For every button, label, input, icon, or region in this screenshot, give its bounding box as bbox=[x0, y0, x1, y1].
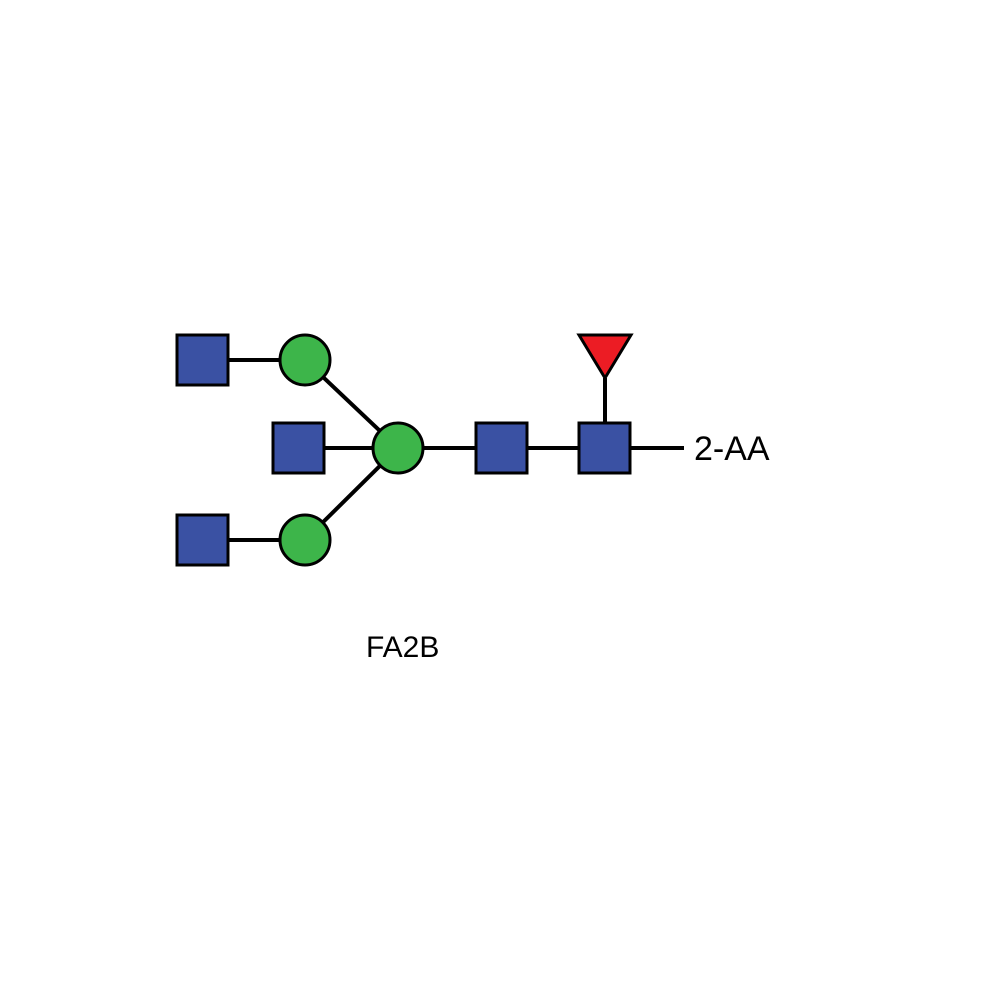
man-upper-circle bbox=[278, 333, 332, 387]
glcnac-antenna-upper-square bbox=[175, 333, 230, 387]
glcnac-reducing-square bbox=[577, 421, 632, 475]
glcnac-antenna-lower-square bbox=[175, 513, 230, 567]
fucose-triangle bbox=[576, 333, 634, 381]
glcnac-core-square bbox=[474, 421, 529, 475]
reducing-end-label: 2-AA bbox=[694, 430, 770, 468]
glcnac-bisecting-square bbox=[271, 421, 326, 475]
man-core-circle bbox=[371, 421, 425, 475]
glycan-name-label: FA2B bbox=[366, 631, 439, 664]
man-lower-circle bbox=[278, 513, 332, 567]
